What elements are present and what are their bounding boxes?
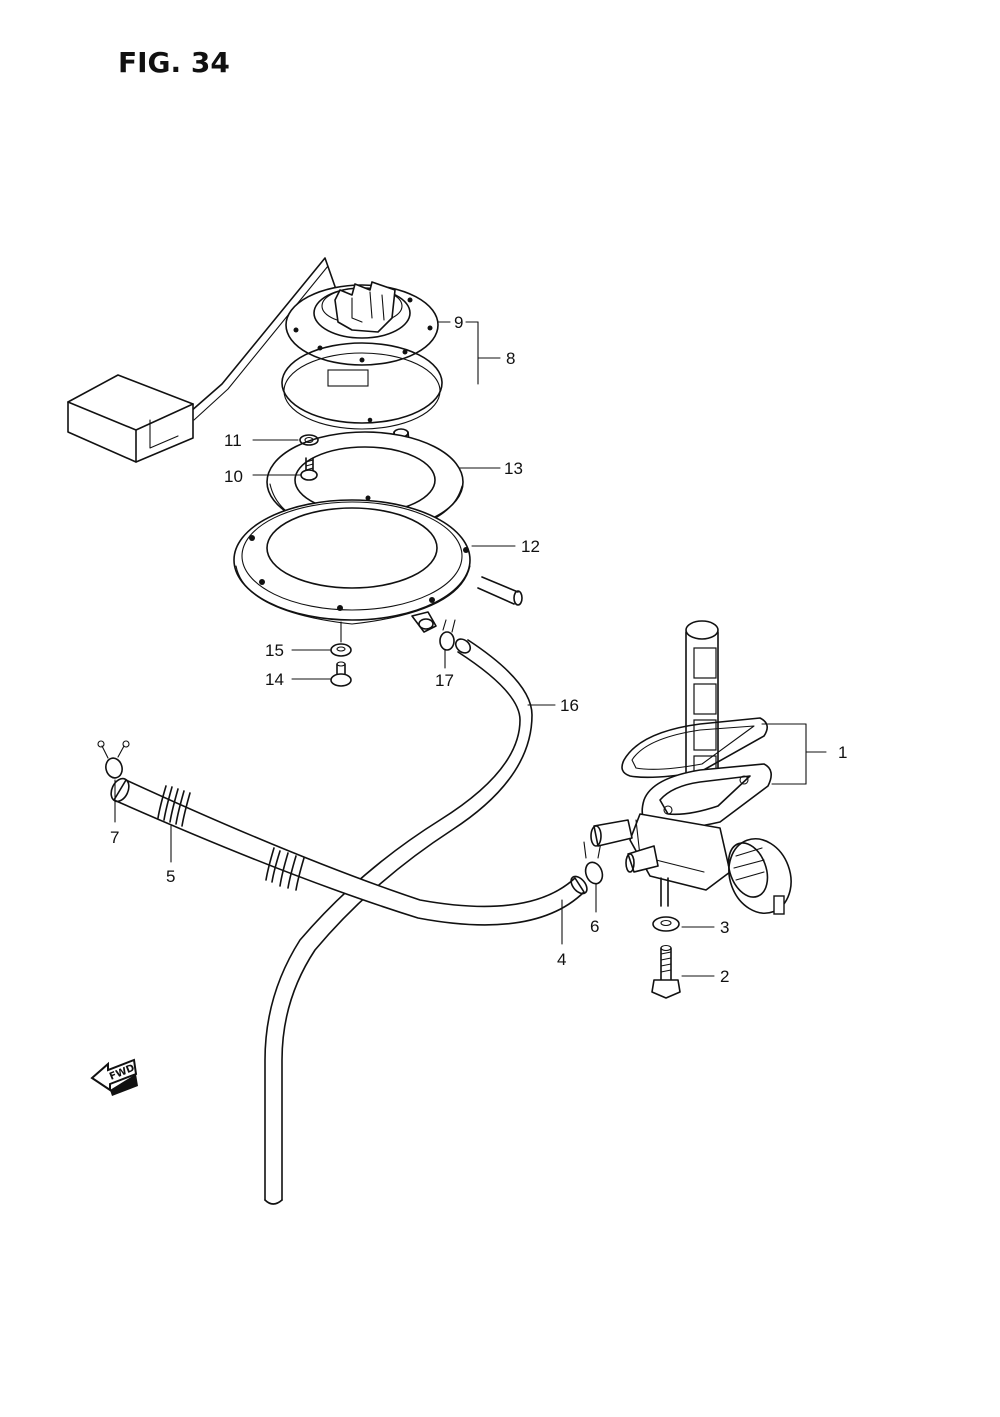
callout-5: 5	[166, 867, 175, 886]
callout-6: 6	[590, 917, 599, 936]
clip-6	[583, 841, 604, 885]
hose-16	[264, 638, 533, 1205]
callout-3: 3	[720, 918, 729, 937]
callout-8: 8	[506, 349, 515, 368]
callout-7: 7	[110, 828, 119, 847]
sleeve-5	[157, 785, 305, 891]
forward-arrow-icon: FWD	[90, 1058, 138, 1096]
bolt-14	[330, 661, 352, 687]
figure-title: FIG. 34	[118, 46, 230, 79]
nut-15	[330, 621, 352, 657]
callout-12: 12	[521, 537, 540, 556]
callout-14: 14	[265, 670, 284, 689]
leader-lines	[114, 321, 827, 977]
callout-16: 16	[560, 696, 579, 715]
callout-11: 11	[224, 431, 242, 450]
screw-10	[299, 434, 319, 481]
float	[67, 374, 194, 463]
clip-17	[439, 619, 456, 651]
fuel-level-sender-unit	[67, 257, 439, 463]
callout-4: 4	[557, 950, 566, 969]
hose-4	[110, 777, 588, 926]
washer-3	[652, 916, 680, 932]
callout-1: 1	[838, 743, 847, 762]
callout-13: 13	[504, 459, 523, 478]
callout-15: 15	[265, 641, 284, 660]
bolt-2	[651, 944, 681, 999]
fuel-cock-assembly	[590, 620, 792, 915]
tank-flange-plate	[233, 495, 523, 633]
callout-17: 17	[435, 671, 454, 690]
callout-9: 9	[454, 313, 463, 332]
callout-10: 10	[224, 467, 243, 486]
clip-7	[97, 740, 130, 779]
callout-2: 2	[720, 967, 729, 986]
sender-gasket	[281, 342, 443, 430]
